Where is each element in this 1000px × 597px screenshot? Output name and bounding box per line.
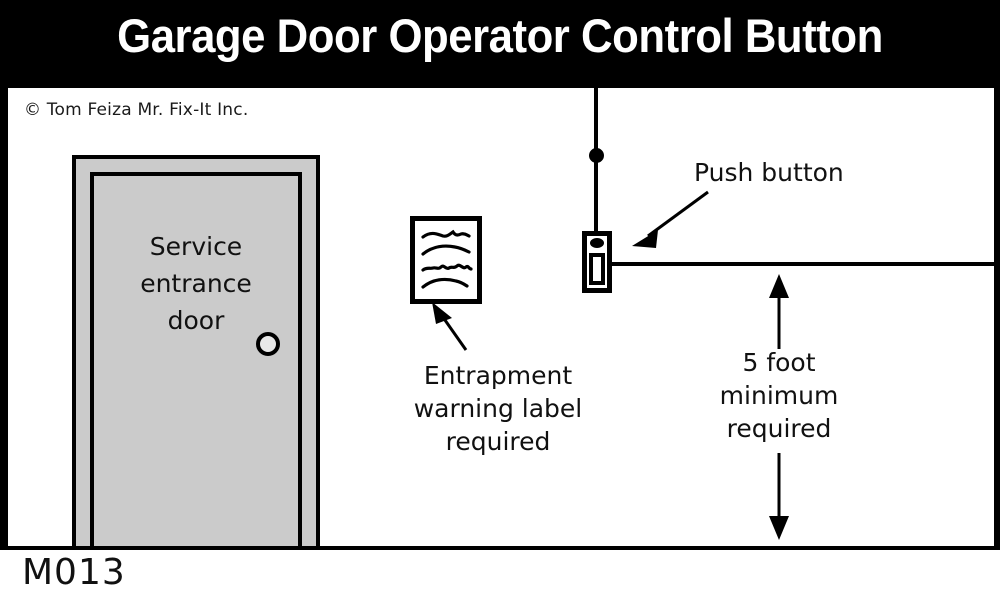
entrapment-line3: required <box>445 427 551 456</box>
door-label-line2: entrance <box>140 269 252 298</box>
door-label-line1: Service <box>149 232 243 261</box>
dimension-line1: 5 foot <box>742 348 816 377</box>
entrapment-line1: Entrapment <box>423 361 573 390</box>
entrapment-warning-label-sign <box>410 216 482 304</box>
door-knob-icon <box>256 332 280 356</box>
wire-junction-dot-icon <box>589 148 604 163</box>
warning-label-text-squiggles <box>421 229 473 289</box>
diagram-canvas: © Tom Feiza Mr. Fix-It Inc. Service entr… <box>8 88 994 546</box>
entrapment-line2: warning label <box>413 394 583 423</box>
copyright-notice: © Tom Feiza Mr. Fix-It Inc. <box>24 100 249 120</box>
push-button-indicator-icon <box>590 238 604 248</box>
dimension-arrow-up <box>769 274 789 349</box>
push-button-callout-text: Push button <box>694 158 844 187</box>
door-panel-inner <box>90 172 302 546</box>
push-button-arrow <box>632 190 709 248</box>
height-dimension-callout-text: 5 foot minimum required <box>694 346 864 445</box>
figure-code: M013 <box>22 552 126 593</box>
dimension-arrow-down <box>769 453 789 540</box>
dimension-line2: minimum <box>719 381 839 410</box>
wall-reference-line <box>612 262 994 266</box>
push-button-switch-icon[interactable] <box>589 253 605 285</box>
door-label-line3: door <box>167 306 225 335</box>
entrapment-arrow <box>432 302 468 351</box>
door-label: Service entrance door <box>90 228 302 339</box>
dimension-line3: required <box>726 414 832 443</box>
entrapment-callout-text: Entrapment warning label required <box>378 359 618 458</box>
page-title: Garage Door Operator Control Button <box>117 9 883 62</box>
title-bar: Garage Door Operator Control Button <box>0 0 1000 88</box>
